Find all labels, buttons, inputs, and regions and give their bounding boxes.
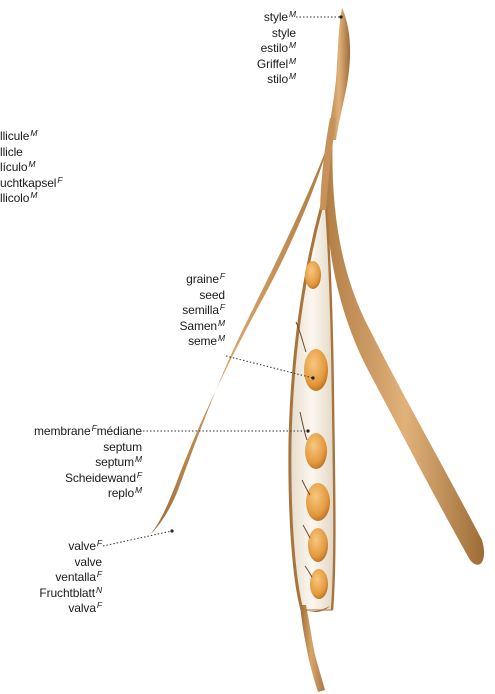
right-valve — [326, 128, 484, 565]
seed-5 — [308, 528, 328, 562]
valve-term-es: ventallaF — [39, 570, 102, 586]
pedicel — [300, 605, 325, 692]
seed-2 — [304, 349, 328, 391]
valve-term-de: FruchtblattN — [39, 586, 102, 602]
seed-term-fr: graineF — [179, 272, 225, 288]
valve-label-block: valveF valve ventallaF FruchtblattN valv… — [39, 539, 102, 617]
septum-term-fr: membraneFmédiane — [34, 424, 142, 440]
follicle-label-block: lliculeM llicle lículoM uchtkapselF llic… — [0, 129, 62, 207]
septum-term-es: septumM — [34, 455, 142, 471]
seed-label-block: graineF seed semillaF SamenM semeM — [179, 272, 225, 350]
valve-term-it: valvaF — [39, 601, 102, 617]
seed-term-it: semeM — [179, 334, 225, 350]
seed-6 — [310, 569, 328, 599]
seed-4 — [306, 483, 330, 521]
septum-term-de: ScheidewandF — [34, 471, 142, 487]
style-term-en: style — [257, 26, 296, 42]
style-term-es: estiloM — [257, 41, 296, 57]
seed-3 — [305, 433, 327, 469]
seed-term-de: SamenM — [179, 319, 225, 335]
follicle-term-en: llicle — [0, 145, 62, 161]
style-term-de: GriffelM — [257, 57, 296, 73]
follicle-term-it: llicoloM — [0, 191, 62, 207]
style-term-fr: styleM — [257, 10, 296, 26]
follicle-term-de: uchtkapselF — [0, 176, 62, 192]
style-term-it: stiloM — [257, 72, 296, 88]
septum-label-block: membraneFmédiane septum septumM Scheidew… — [34, 424, 142, 502]
seed-term-en: seed — [179, 288, 225, 304]
valve-term-en: valve — [39, 555, 102, 571]
septum-term-it: reploM — [34, 486, 142, 502]
septum-term-en: septum — [34, 440, 142, 456]
valve-term-fr: valveF — [39, 539, 102, 555]
follicle-term-es: lículoM — [0, 160, 62, 176]
seed-term-es: semillaF — [179, 303, 225, 319]
follicle-term-fr: lliculeM — [0, 129, 62, 145]
seed-1 — [305, 261, 321, 289]
style-label-block: styleM style estiloM GriffelM stiloM — [257, 10, 296, 88]
